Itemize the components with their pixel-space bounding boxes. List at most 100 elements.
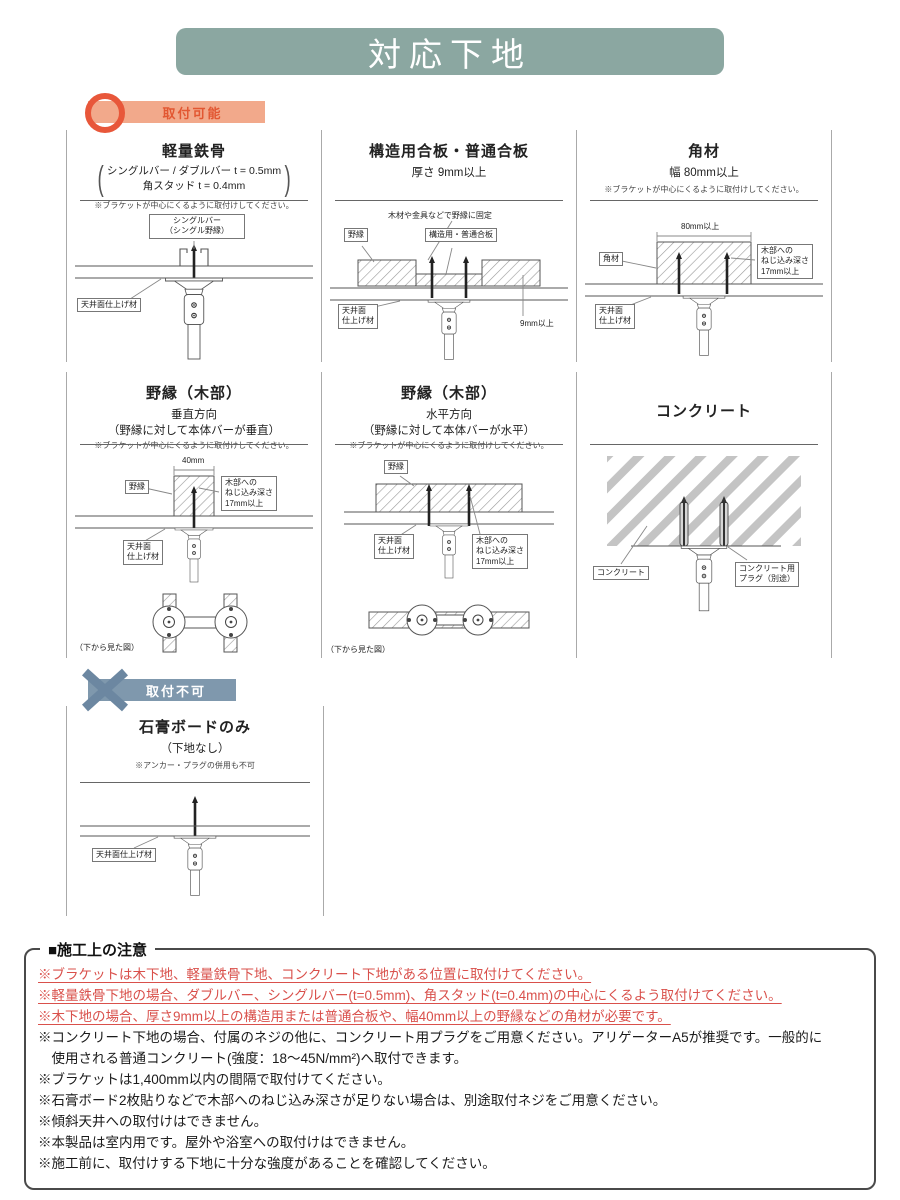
label-nobuchi: 野縁: [384, 460, 408, 475]
spec-lines: シングルバー / ダブルバー t = 0.5mm 角スタッド t = 0.4mm: [107, 164, 281, 194]
panel-plywood: 構造用合板・普通合板 厚さ 9mm以上: [321, 130, 576, 362]
label-concrete: コンクリート: [593, 566, 649, 581]
page-title: 対応下地: [368, 35, 532, 73]
panel-light-steel: 軽量鉄骨 ( シングルバー / ダブルバー t = 0.5mm 角スタッド t …: [66, 130, 321, 362]
diagram-plywood: 木材や金具などで野縁に固定 野縁 構造用・普通合板 天井面 仕上げ材 9mm以上: [324, 208, 574, 360]
divider: [335, 200, 563, 201]
diagram-gypsum-only: 天井面仕上げ材: [70, 790, 320, 914]
panel-note: ※ブラケットが中心にくるように取付けしてください。: [604, 185, 804, 194]
not-mountable-badge-label: 取付不可: [145, 683, 206, 699]
panel-concrete: コンクリート コンクリート コンクリート用 プラ: [576, 372, 832, 658]
note-item: ※傾斜天井への取付けはできません。: [38, 1114, 268, 1130]
panel-nobuchi-horizontal: 野縁（木部） 水平方向 （野縁に対して本体バーが水平） ※ブラケットが中心にくる…: [321, 372, 576, 658]
diagram-art: [75, 241, 313, 360]
divider: [590, 444, 818, 445]
label-fix-note: 木材や金具などで野縁に固定: [388, 211, 492, 220]
label-screw-depth: 木部への ねじ込み深さ 17mm以上: [757, 244, 813, 280]
panel-square-timber: 角材 幅 80mm以上 ※ブラケットが中心にくるように取付けしてください。: [576, 130, 832, 362]
panel-title: 石膏ボードのみ: [138, 719, 251, 736]
diagram-nobuchi-vertical: 40mm 野縁 木部への ねじ込み深さ 17mm以上 天井面 仕上げ材 （下から…: [69, 448, 319, 656]
diagram-art: [80, 794, 310, 896]
panel-title: 野縁（木部）: [145, 385, 242, 402]
x-ng-icon: [80, 667, 130, 718]
panel-subtitle: （下地なし）: [160, 743, 230, 755]
panel-head: コンクリート: [577, 382, 831, 421]
panel-gypsum-only: 石膏ボードのみ （下地なし） ※アンカー・プラグの併用も不可 天井面仕上げ材: [66, 706, 324, 916]
note-item: ※木下地の場合、厚さ9mm以上の構造用または普通合板や、幅40mm以上の野縁など…: [38, 1009, 671, 1025]
note-item: ※石膏ボード2枚貼りなどで木部へのねじ込み深さが足りない場合は、別途取付ネジをご…: [38, 1093, 667, 1109]
divider: [80, 782, 310, 783]
label-screw-depth: 木部への ねじ込み深さ 17mm以上: [472, 534, 528, 570]
panel-subtitle: 幅 80mm以上: [669, 167, 739, 179]
note-item: ※ブラケットは木下地、軽量鉄骨下地、コンクリート下地がある位置に取付けてください…: [38, 967, 592, 982]
mountable-badge-label: 取付可能: [162, 105, 223, 121]
panel-head: 野縁（木部） 垂直方向 （野縁に対して本体バーが垂直） ※ブラケットが中心にくる…: [67, 382, 321, 451]
panel-note: ※ブラケットが中心にくるように取付けしてください。: [94, 201, 294, 210]
mountable-badge: 取付可能: [88, 101, 265, 123]
bottom-view-caption: （下から見た図）: [326, 645, 390, 654]
bottom-view-caption: （下から見た図）: [75, 643, 139, 652]
panel-nobuchi-vertical: 野縁（木部） 垂直方向 （野縁に対して本体バーが垂直） ※ブラケットが中心にくる…: [66, 372, 321, 658]
label-kakuzai: 角材: [599, 252, 623, 267]
panel-note: ※アンカー・プラグの併用も不可: [135, 761, 255, 770]
panel-head: 構造用合板・普通合板 厚さ 9mm以上: [322, 140, 576, 180]
panel-head: 軽量鉄骨 ( シングルバー / ダブルバー t = 0.5mm 角スタッド t …: [67, 140, 321, 211]
note-item: ※本製品は室内用です。屋外や浴室への取付けはできません。: [38, 1135, 415, 1151]
not-mountable-badge: 取付不可: [88, 679, 236, 701]
spec-line-2: 角スタッド t = 0.4mm: [142, 180, 246, 192]
divider: [335, 444, 563, 445]
label-screw-depth: 木部への ねじ込み深さ 17mm以上: [221, 476, 277, 512]
panel-head: 角材 幅 80mm以上 ※ブラケットが中心にくるように取付けしてください。: [577, 140, 831, 195]
panel-title: 角材: [687, 143, 720, 160]
diagram-art: [344, 475, 554, 636]
panel-subtitle: 垂直方向: [171, 409, 217, 421]
diagram-art: [585, 232, 823, 356]
label-nobuchi: 野縁: [344, 228, 368, 243]
label-concrete-plug: コンクリート用 プラグ（別途）: [735, 562, 799, 587]
divider: [80, 200, 308, 201]
note-item: ※コンクリート下地の場合、付属のネジの他に、コンクリート用プラグをご用意ください…: [38, 1030, 823, 1067]
label-single-bar: シングルバー （シングル野縁）: [149, 214, 245, 239]
note-item: ※軽量鉄骨下地の場合、ダブルバー、シングルバー(t=0.5mm)、角スタッド(t…: [38, 988, 782, 1004]
diagram-art: [330, 220, 568, 360]
mountable-row-1: 軽量鉄骨 ( シングルバー / ダブルバー t = 0.5mm 角スタッド t …: [66, 130, 832, 362]
mountable-row-2: 野縁（木部） 垂直方向 （野縁に対して本体バーが垂直） ※ブラケットが中心にくる…: [66, 372, 832, 658]
panel-note: ※ブラケットが中心にくるように取付けしてください。: [94, 441, 294, 450]
panel-subtitle-2: （野縁に対して本体バーが垂直）: [107, 425, 281, 437]
diagram-square-timber: 80mm以上 角材 木部への ねじ込み深さ 17mm以上 天井面 仕上げ材: [579, 208, 829, 360]
label-80mm: 80mm以上: [681, 222, 720, 231]
construction-notes-body: ※ブラケットは木下地、軽量鉄骨下地、コンクリート下地がある位置に取付けてください…: [38, 964, 866, 1174]
label-ceiling-finish: 天井面 仕上げ材: [374, 534, 414, 559]
panel-head: 野縁（木部） 水平方向 （野縁に対して本体バーが水平） ※ブラケットが中心にくる…: [322, 382, 576, 451]
divider: [80, 444, 308, 445]
label-9mm: 9mm以上: [520, 319, 554, 328]
divider: [590, 200, 818, 201]
construction-notes-box: ■施工上の注意 ※ブラケットは木下地、軽量鉄骨下地、コンクリート下地がある位置に…: [24, 939, 876, 1190]
panel-spec: ( シングルバー / ダブルバー t = 0.5mm 角スタッド t = 0.4…: [67, 162, 321, 196]
diagram-light-steel: シングルバー （シングル野縁） 天井面仕上げ材: [69, 208, 319, 360]
panel-title: 野縁（木部）: [400, 385, 497, 402]
diagram-concrete: コンクリート コンクリート用 プラグ（別途）: [579, 448, 829, 656]
panel-subtitle: 水平方向: [426, 409, 472, 421]
label-ceiling-finish: 天井面 仕上げ材: [123, 540, 163, 565]
label-40mm: 40mm: [182, 456, 205, 465]
label-nobuchi: 野縁: [125, 480, 149, 495]
panel-head: 石膏ボードのみ （下地なし） ※アンカー・プラグの併用も不可: [67, 716, 323, 771]
paren-close: ): [284, 160, 291, 198]
panel-note: ※ブラケットが中心にくるように取付けしてください。: [349, 441, 549, 450]
note-item: ※施工前に、取付けする下地に十分な強度があることを確認してください。: [38, 1156, 496, 1172]
spec-line-1: シングルバー / ダブルバー t = 0.5mm: [106, 164, 282, 177]
panel-title: 軽量鉄骨: [161, 143, 226, 160]
panel-subtitle: 厚さ 9mm以上: [411, 167, 487, 179]
page-title-banner: 対応下地: [176, 28, 724, 75]
note-item: ※ブラケットは1,400mm以内の間隔で取付けてください。: [38, 1072, 391, 1088]
label-ceiling-finish: 天井面 仕上げ材: [595, 304, 635, 329]
label-plywood: 構造用・普通合板: [425, 228, 497, 243]
panel-subtitle-2: （野縁に対して本体バーが水平）: [362, 425, 536, 437]
diagram-art: [607, 456, 801, 612]
label-ceiling-finish: 天井面仕上げ材: [92, 848, 156, 863]
paren-open: (: [97, 160, 104, 198]
panel-title: コンクリート: [655, 403, 752, 420]
label-ceiling-finish: 天井面仕上げ材: [77, 298, 141, 313]
diagram-art: [75, 466, 313, 653]
